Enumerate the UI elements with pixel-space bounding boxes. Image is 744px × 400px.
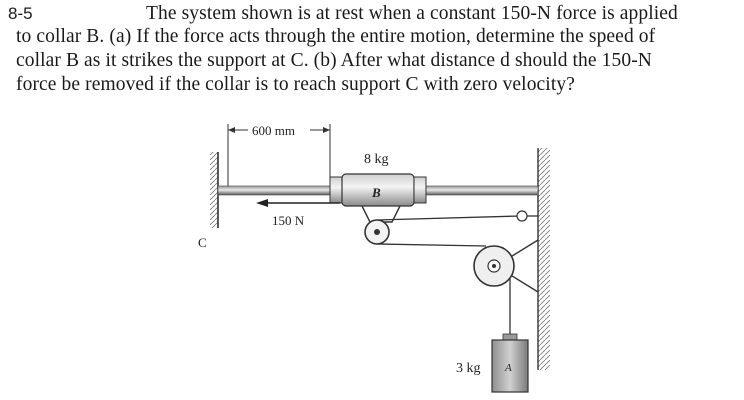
wall-pulley — [473, 239, 539, 293]
problem-text-line-4: force be removed if the collar is to rea… — [16, 74, 575, 95]
dimension-line — [227, 124, 331, 186]
problem-text-line-3: collar B as it strikes the support at C.… — [16, 50, 652, 71]
block-mass-label: 3 kg — [456, 361, 481, 376]
right-wall — [537, 148, 550, 370]
problem-text-line-1: The system shown is at rest when a const… — [146, 3, 678, 24]
block-label: A — [504, 362, 512, 374]
mechanism-figure: 600 mm 8 kg B 150 N C — [198, 123, 550, 393]
problem-number: 8-5 — [8, 4, 33, 23]
support-label: C — [198, 235, 207, 250]
collar-pulley — [364, 219, 390, 245]
collar-label: B — [371, 185, 381, 200]
problem-text-line-2: to collar B. (a) If the force acts throu… — [16, 26, 656, 47]
cable-anchor — [516, 210, 538, 222]
cable — [376, 215, 521, 338]
force-arrow — [256, 199, 340, 207]
force-label: 150 N — [272, 213, 305, 228]
collar-mass-label: 8 kg — [364, 152, 389, 167]
support-c — [210, 152, 219, 228]
block-a — [491, 333, 529, 393]
dimension-label: 600 mm — [252, 123, 295, 138]
